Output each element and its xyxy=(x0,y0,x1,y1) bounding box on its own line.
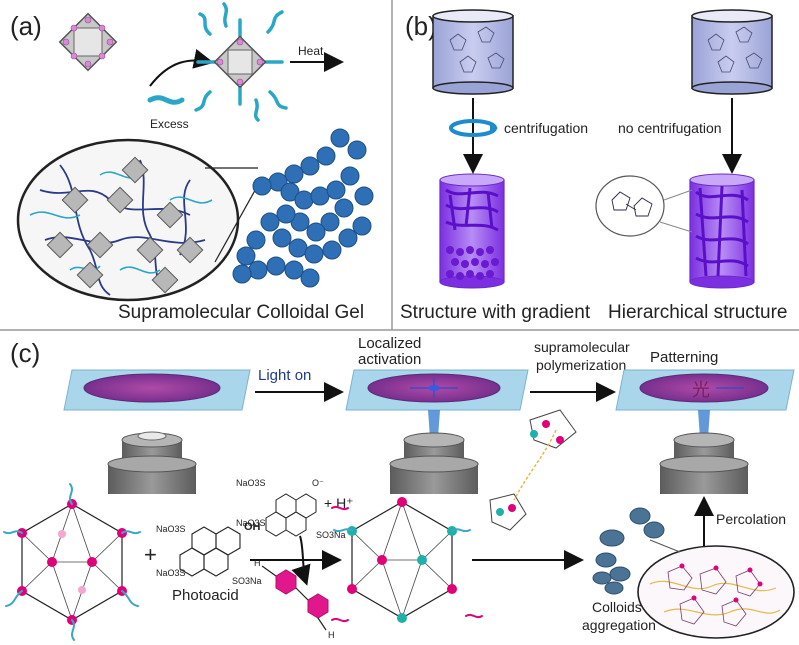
panel-b: (b) xyxy=(400,9,788,323)
svg-text:SO3Na: SO3Na xyxy=(316,530,346,540)
ligand-hexagons: H H xyxy=(254,558,335,640)
cage-with-ligands xyxy=(194,2,288,122)
deprotonated-photoacid: NaO3S O⁻ NaO3S SO3Na + H⁺ xyxy=(236,478,354,540)
svg-text:OH: OH xyxy=(244,521,261,533)
localized-label-2: activation xyxy=(358,351,421,368)
svg-text:NaO3S: NaO3S xyxy=(236,478,266,488)
cage-cluster-small xyxy=(58,12,118,72)
svg-text:NaO3S: NaO3S xyxy=(156,568,186,578)
colloidal-gel-beads xyxy=(232,128,374,288)
colloid-clusters xyxy=(592,507,665,595)
colloids-label-2: aggregation xyxy=(582,617,656,633)
percolated-network-zoom xyxy=(637,545,795,639)
no-centrifugation-label: no centrifugation xyxy=(618,120,722,136)
excess-label: Excess xyxy=(150,117,189,131)
zoom-line-bottom xyxy=(214,184,259,263)
gel-network-zoom xyxy=(16,138,240,302)
plus-sign: + xyxy=(144,542,157,567)
svg-text:H: H xyxy=(254,558,261,568)
panel-c: (c) Light on Localized activation xyxy=(3,335,795,641)
centrifugation-label: centrifugation xyxy=(504,120,588,136)
arrow-curved-protonation xyxy=(291,535,311,586)
svg-text:SO3Na: SO3Na xyxy=(232,576,262,586)
network-cages xyxy=(46,156,204,294)
photoacid-label: Photoacid xyxy=(172,587,239,604)
panel-a: (a) Excess xyxy=(10,2,374,323)
stage-initial xyxy=(63,369,251,494)
colloids-label-1: Colloids xyxy=(592,599,642,615)
svg-text:+ H⁺: + H⁺ xyxy=(324,495,354,511)
icosahedral-cage-activated xyxy=(331,497,483,623)
svg-text:NaO3S: NaO3S xyxy=(236,518,266,528)
light-on-label: Light on xyxy=(258,367,311,384)
heat-label: Heat xyxy=(298,44,324,58)
pattern-character: 光 xyxy=(692,380,710,401)
ligand-strand xyxy=(147,95,185,105)
svg-text:NaO3S: NaO3S xyxy=(156,524,186,534)
panel-c-label: (c) xyxy=(10,338,40,368)
cylinder-left-solution xyxy=(432,9,514,95)
stage-activation: Localized activation xyxy=(345,335,529,494)
panel-b-label: (b) xyxy=(405,11,437,41)
polymer-chain-fragment xyxy=(489,409,577,531)
icosahedral-cage-initial xyxy=(3,483,141,641)
cylinder-hierarchical-structure xyxy=(689,173,755,289)
supra-label-2: polymerization xyxy=(536,357,626,373)
cylinder-right-solution xyxy=(691,9,773,95)
patterning-label: Patterning xyxy=(650,349,718,366)
percolation-label: Percolation xyxy=(716,511,786,527)
localized-label-1: Localized xyxy=(358,335,421,352)
network-zoom-connector xyxy=(649,539,681,553)
hierarchical-zoom-circle xyxy=(595,175,693,237)
cylinder-gradient-structure xyxy=(439,173,505,289)
rotation-icon xyxy=(449,119,498,137)
stage-patterning: Patterning 光 xyxy=(615,349,795,494)
panel-a-caption: Supramolecular Colloidal Gel xyxy=(118,302,364,323)
svg-text:H: H xyxy=(328,630,335,640)
panel-a-label: (a) xyxy=(10,11,42,41)
panel-b-caption-right: Hierarchical structure xyxy=(608,302,788,323)
panel-b-caption-left: Structure with gradient xyxy=(400,302,591,323)
reaction-arrow xyxy=(149,49,214,87)
svg-text:O⁻: O⁻ xyxy=(312,478,324,488)
photoacid-structure: NaO3S OH NaO3S SO3Na xyxy=(156,521,262,586)
supra-label-1: supramolecular xyxy=(534,339,630,355)
